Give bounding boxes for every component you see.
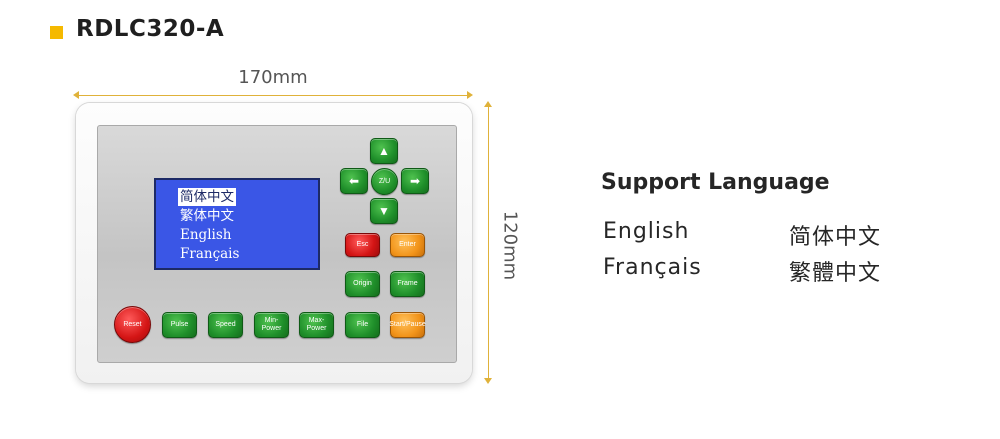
start-pause-button-label: Start/Pause	[389, 321, 426, 328]
height-dimension-label: 120mm	[499, 210, 521, 281]
width-dimension-line	[76, 95, 470, 96]
pulse-button-label: Pulse	[170, 321, 189, 328]
page-title: RDLC320-A	[76, 16, 225, 42]
reset-button[interactable]: Reset	[114, 306, 151, 343]
language-english: English	[603, 219, 690, 244]
language-traditional-chinese: 繁體中文	[789, 261, 882, 286]
down-button[interactable]: ▼	[370, 198, 398, 224]
left-arrow-icon: ⬅	[348, 174, 360, 188]
arrow-up-icon	[484, 101, 492, 107]
frame-button[interactable]: Frame	[390, 271, 425, 297]
lcd-line: Français	[180, 246, 240, 262]
right-arrow-icon: ➡	[409, 174, 421, 188]
height-dimension-line	[488, 104, 489, 380]
lcd-line: English	[180, 227, 232, 243]
right-button[interactable]: ➡	[401, 168, 429, 194]
width-dimension-label: 170mm	[238, 67, 308, 88]
max-power-button[interactable]: Max-Power	[299, 312, 334, 338]
frame-button-label: Frame	[397, 280, 418, 287]
arrow-down-icon	[484, 378, 492, 384]
start-pause-button[interactable]: Start/Pause	[389, 312, 426, 338]
title-marker	[50, 26, 63, 39]
lcd-screen: 简体中文 繁体中文 English Français	[154, 178, 320, 270]
up-arrow-icon: ▲	[378, 144, 390, 158]
file-button[interactable]: File	[345, 312, 380, 338]
speed-button-label: Speed	[215, 321, 236, 328]
arrow-right-icon	[467, 91, 473, 99]
support-language-title: Support Language	[601, 170, 830, 195]
lcd-line: 繁体中文	[180, 208, 234, 224]
up-button[interactable]: ▲	[370, 138, 398, 164]
language-french: Français	[603, 255, 702, 280]
pulse-button[interactable]: Pulse	[162, 312, 197, 338]
enter-button[interactable]: Enter	[390, 233, 425, 257]
max-power-button-label: Max-Power	[306, 317, 327, 332]
arrow-left-icon	[73, 91, 79, 99]
esc-button-label: Esc	[356, 241, 369, 248]
enter-button-label: Enter	[399, 241, 416, 248]
origin-button-label: Origin	[353, 280, 372, 287]
file-button-label: File	[356, 321, 369, 328]
language-simplified-chinese: 简体中文	[789, 225, 882, 250]
origin-button[interactable]: Origin	[345, 271, 380, 297]
zu-button-label: Z/U	[378, 177, 391, 185]
left-button[interactable]: ⬅	[340, 168, 368, 194]
zu-button[interactable]: Z/U	[371, 168, 398, 195]
reset-button-label: Reset	[123, 320, 142, 328]
esc-button[interactable]: Esc	[345, 233, 380, 257]
lcd-line-selected: 简体中文	[178, 188, 236, 206]
min-power-button-label: Min-Power	[261, 317, 282, 332]
speed-button[interactable]: Speed	[208, 312, 243, 338]
down-arrow-icon: ▼	[378, 204, 390, 218]
min-power-button[interactable]: Min-Power	[254, 312, 289, 338]
